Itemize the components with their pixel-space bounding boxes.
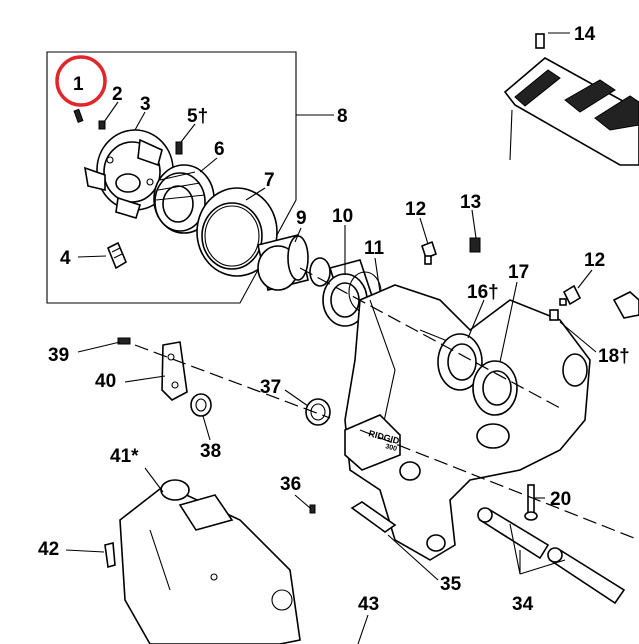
part-20-bolt <box>524 484 538 521</box>
part-39-pin <box>117 337 131 345</box>
badge-line2: 300 <box>384 443 397 453</box>
callout-36[interactable]: 36 <box>280 474 301 495</box>
leader-lines <box>65 32 597 644</box>
highlight-circle <box>55 55 107 107</box>
callout-20[interactable]: 20 <box>550 489 571 510</box>
assembly-axis-line-2 <box>299 267 561 409</box>
callout-11[interactable]: 11 <box>364 238 385 259</box>
callout-labels: 1 2 3 4 5† 6 7 8 9 10 11 12 13 14 16† 17… <box>38 24 630 615</box>
part-17-bushing <box>472 360 518 416</box>
callout-43[interactable]: 43 <box>358 594 379 615</box>
callout-38[interactable]: 38 <box>200 441 221 462</box>
cover-plate <box>503 57 639 166</box>
callout-6[interactable]: 6 <box>214 139 225 160</box>
part-38-nut <box>190 393 212 417</box>
callout-5[interactable]: 5† <box>187 106 208 127</box>
part-2-screw <box>98 120 106 130</box>
part-42-plug <box>104 541 116 569</box>
callout-14[interactable]: 14 <box>574 24 596 45</box>
part-5-spring-pin <box>175 141 183 155</box>
callout-16[interactable]: 16† <box>467 282 499 303</box>
part-1-pin <box>73 108 84 123</box>
side-fitting <box>612 291 639 319</box>
part-10-bearing <box>309 257 382 327</box>
part-36-screw <box>309 504 316 514</box>
part-12-fitting-b <box>559 284 582 306</box>
callout-39[interactable]: 39 <box>48 345 69 366</box>
part-9-sleeve <box>257 234 309 291</box>
callout-17[interactable]: 17 <box>508 262 529 283</box>
callout-1[interactable]: 1 <box>73 74 84 95</box>
callout-3[interactable]: 3 <box>140 94 151 115</box>
assembly-axis-line <box>134 344 639 541</box>
callout-10[interactable]: 10 <box>332 206 353 227</box>
callout-9[interactable]: 9 <box>296 208 307 229</box>
callout-13[interactable]: 13 <box>460 192 481 213</box>
part-37-washer <box>305 398 331 426</box>
callout-41[interactable]: 41* <box>110 446 139 467</box>
part-4-jaw-insert <box>106 241 128 270</box>
part-14-screw <box>535 33 545 49</box>
callout-34[interactable]: 34 <box>512 594 534 615</box>
callout-2[interactable]: 2 <box>112 84 123 105</box>
callout-37[interactable]: 37 <box>260 377 281 398</box>
part-18-plug <box>549 309 559 321</box>
part-12-fitting-a <box>421 240 437 265</box>
part-41-motor <box>119 479 301 644</box>
callout-8[interactable]: 8 <box>337 106 348 127</box>
callout-40[interactable]: 40 <box>95 371 116 392</box>
callout-4[interactable]: 4 <box>60 248 71 269</box>
callout-35[interactable]: 35 <box>440 574 462 595</box>
part-16-bushing <box>437 333 483 391</box>
part-11-gear-housing: RIDGID 300 <box>344 284 591 561</box>
callout-12b[interactable]: 12 <box>584 250 605 271</box>
part-3-jaw-carrier <box>83 129 174 219</box>
part-34-rods <box>477 507 626 605</box>
callout-12a[interactable]: 12 <box>405 199 426 220</box>
callout-42[interactable]: 42 <box>38 539 59 560</box>
part-13-fitting <box>469 237 481 253</box>
part-35-plate <box>350 501 397 533</box>
callout-7[interactable]: 7 <box>264 170 275 191</box>
part-7-collar <box>196 187 278 277</box>
callout-18[interactable]: 18† <box>598 346 630 367</box>
part-40-bracket <box>161 341 188 401</box>
